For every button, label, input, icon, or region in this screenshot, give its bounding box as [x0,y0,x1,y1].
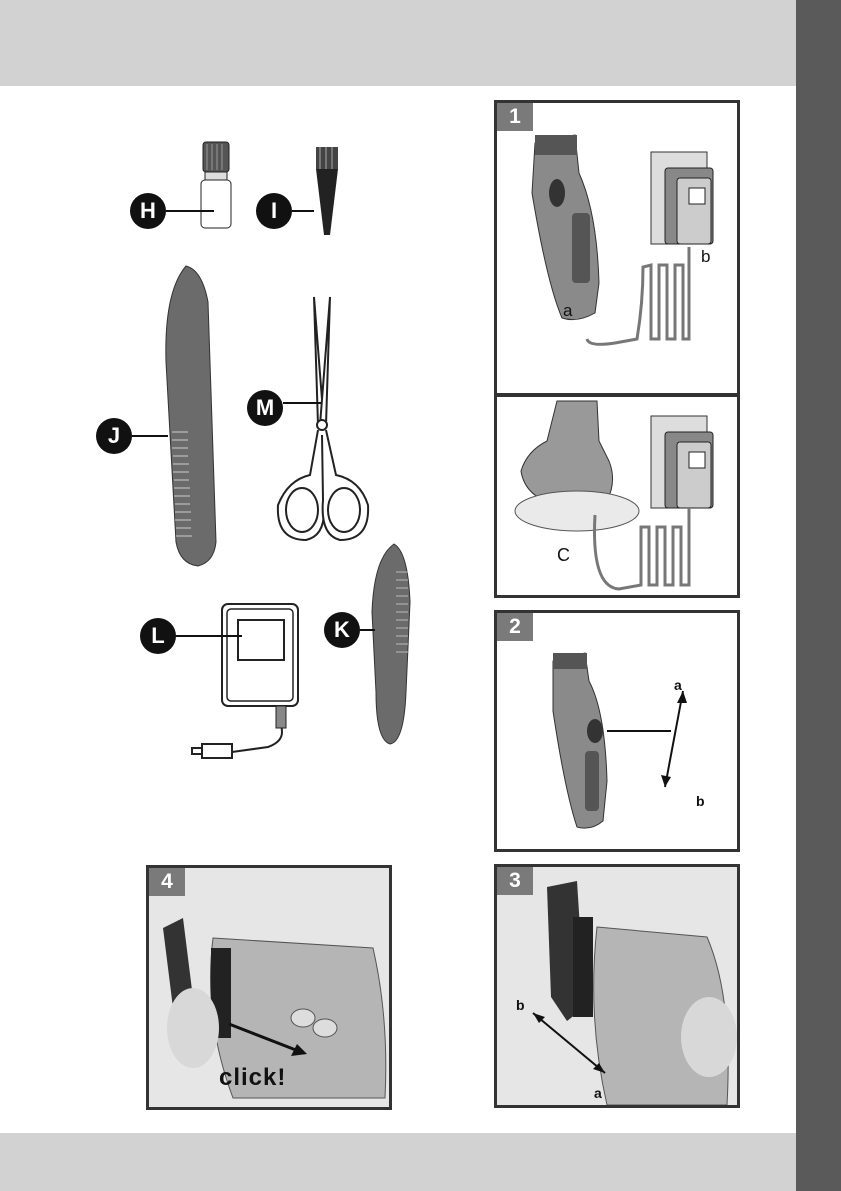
side-tab [796,0,841,1191]
figure-panel-3: 3 b a [494,864,740,1108]
part-label-h: H [130,193,166,229]
figure-panel-4: 4 click! [146,865,392,1110]
power-cord [585,243,715,353]
click-caption: click! [219,1064,286,1092]
small-comb-illustration [362,542,422,747]
panel-number-2: 2 [497,613,533,641]
label-c: C [557,545,570,566]
oil-bottle-illustration [195,140,245,235]
footer-band [0,1133,796,1191]
figure-panel-1: 1 a b [494,100,740,396]
figure-panel-2: 2 a b [494,610,740,852]
part-label-k: K [324,612,360,648]
scissors-illustration [268,295,378,560]
part-label-j: J [96,418,132,454]
panel-number-4: 4 [149,868,185,896]
large-comb-illustration [158,262,228,570]
leader-line-k [360,629,378,633]
slide-switch-arrow [597,683,717,803]
power-adapter-illustration [190,602,310,767]
label-b: b [696,793,705,809]
cleaning-brush-illustration [312,145,342,240]
figure-panel-1b: C [494,394,740,598]
leader-line-l [176,635,246,639]
label-b: b [701,247,710,267]
label-b: b [516,997,525,1013]
header-band [0,0,796,86]
part-label-m: M [247,390,283,426]
slide-arrow [527,1007,617,1087]
part-label-l: L [140,618,176,654]
label-a: a [594,1085,602,1101]
label-a: a [674,677,682,693]
leader-line-m [283,400,323,406]
leader-line-i [292,210,317,214]
part-label-i: I [256,193,292,229]
power-cord [589,497,719,597]
panel-number-1: 1 [497,103,533,131]
label-a: a [563,301,572,321]
leader-line-j [132,435,172,439]
leader-line-h [166,210,216,214]
push-arrow [225,1018,315,1068]
